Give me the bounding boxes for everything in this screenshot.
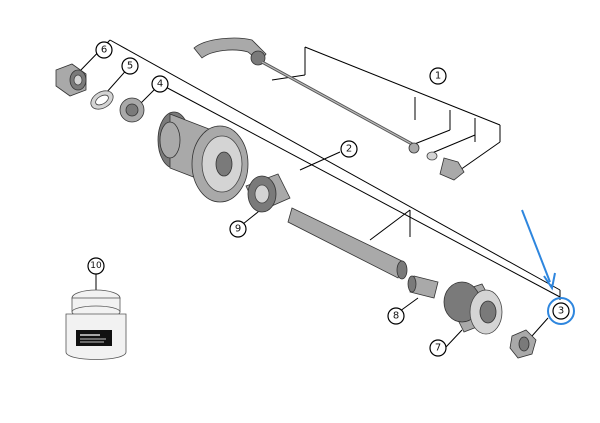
callout-1: 1 (429, 67, 447, 85)
callout-6: 6 (95, 41, 113, 59)
hub-axle-icon (287, 207, 408, 280)
callout-label: 10 (90, 261, 102, 271)
leader-1-top (304, 46, 501, 126)
callout-5: 5 (121, 57, 139, 75)
part-5-washer (90, 90, 114, 110)
part-9-sleeve (245, 173, 291, 213)
freehub-body-icon (443, 281, 503, 335)
callout-label: 7 (435, 343, 441, 354)
part-8-spacer (407, 275, 439, 299)
callout-3: 3 (547, 297, 575, 325)
callout-3-highlight-ring (547, 297, 575, 325)
part-6-locknut-left (55, 63, 87, 97)
callout-2: 2 (340, 140, 358, 158)
leader-6-main (109, 39, 561, 291)
quick-release-skewer-icon (193, 37, 465, 181)
leader-3-to-nut (531, 317, 549, 337)
callout-label: 4 (157, 79, 163, 90)
callout-label: 5 (127, 61, 133, 72)
leader-2-to-axle (369, 209, 411, 241)
callout-label: 1 (435, 71, 441, 82)
callout-9: 9 (229, 220, 247, 238)
leader-1-to-spring-b (411, 129, 451, 146)
callout-label: 9 (235, 224, 241, 235)
callout-label: 3 (558, 306, 564, 317)
hub-body-icon (157, 111, 249, 203)
callout-label: 2 (346, 144, 352, 155)
callout-label: 8 (393, 311, 399, 322)
grease-jar-label-icon (76, 330, 112, 346)
part-4-cone (119, 97, 145, 123)
callout-7: 7 (429, 339, 447, 357)
callout-4: 4 (151, 75, 169, 93)
callout-8: 8 (387, 307, 405, 325)
leader-1-to-spring (431, 134, 476, 154)
leader-2-to-hub (299, 151, 341, 171)
grease-jar-icon (65, 289, 127, 360)
callout-10: 10 (87, 257, 105, 275)
callout-label: 6 (101, 45, 107, 56)
leader-1-to-nut (459, 141, 501, 171)
leader-2-main (159, 83, 561, 298)
leader-7 (445, 329, 463, 348)
highlight-arrow-icon (521, 209, 556, 291)
part-3-locknut-right (509, 329, 537, 359)
